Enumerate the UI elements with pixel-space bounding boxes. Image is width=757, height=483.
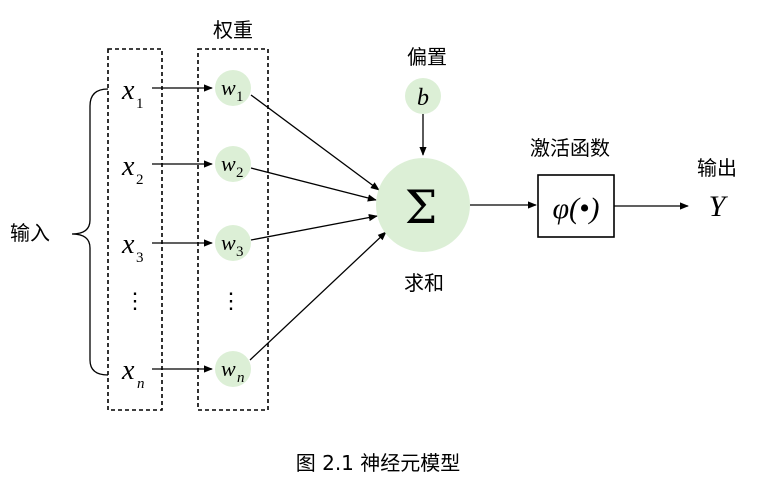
w3-symbol: w [221,230,236,255]
w1-subscript: 1 [236,89,244,105]
w2-subscript: 2 [236,165,244,181]
x3-subscript: 3 [136,250,144,266]
arrow-w1-sum [250,94,380,191]
inputs-ellipsis: ⋮ [124,289,146,314]
sum-circle [376,158,470,252]
summation-node: Σ [376,158,470,252]
arrow-w2-sum [250,167,377,202]
w3-subscript: 3 [236,244,244,260]
input-x3: x 3 [121,229,144,266]
x1-subscript: 1 [136,96,144,112]
activation-label: 激活函数 [530,136,610,160]
wn-symbol: w [221,356,236,381]
sigma-symbol: Σ [405,180,438,234]
input-x1: x 1 [121,75,144,112]
bias-symbol: b [417,85,429,111]
output-label: 输出 [697,156,737,180]
w1-symbol: w [221,75,236,100]
x3-symbol: x [121,229,135,260]
weight-w1: w 1 [215,70,251,106]
x1-symbol: x [121,75,135,106]
wn-node [215,351,251,387]
weights-ellipsis: ⋮ [220,289,242,314]
input-xn: x n [121,355,145,392]
x2-symbol: x [121,151,135,182]
xn-symbol: x [121,355,135,386]
sum-label: 求和 [404,271,444,295]
weight-wn: w n [215,351,251,387]
arrow-wn-sum [249,231,387,361]
phi-symbol: φ(•) [552,192,599,225]
weights-label: 权重 [213,18,253,42]
x2-subscript: 2 [136,172,144,188]
w1-node [215,70,251,106]
weights-dashed-box [197,48,269,411]
wn-subscript: n [237,370,245,386]
xn-subscript: n [137,376,145,392]
activation-box: φ(•) [537,174,615,238]
output-Y-symbol: Y [709,190,729,223]
w2-node [215,146,251,182]
w3-node [215,225,251,261]
input-x2: x 2 [121,151,144,188]
bias-b: b [405,78,441,114]
inputs-dashed-box [107,48,163,411]
figure-caption: 图 2.1 神经元模型 [296,451,461,475]
arrow-w3-sum [250,213,378,241]
weight-w3: w 3 [215,225,251,261]
activation-rect [537,174,615,238]
inputs-label: 输入 [10,221,50,245]
inputs-brace [71,88,109,376]
w2-symbol: w [221,151,236,176]
bias-label: 偏置 [407,45,447,69]
bias-node [405,78,441,114]
weight-w2: w 2 [215,146,251,182]
